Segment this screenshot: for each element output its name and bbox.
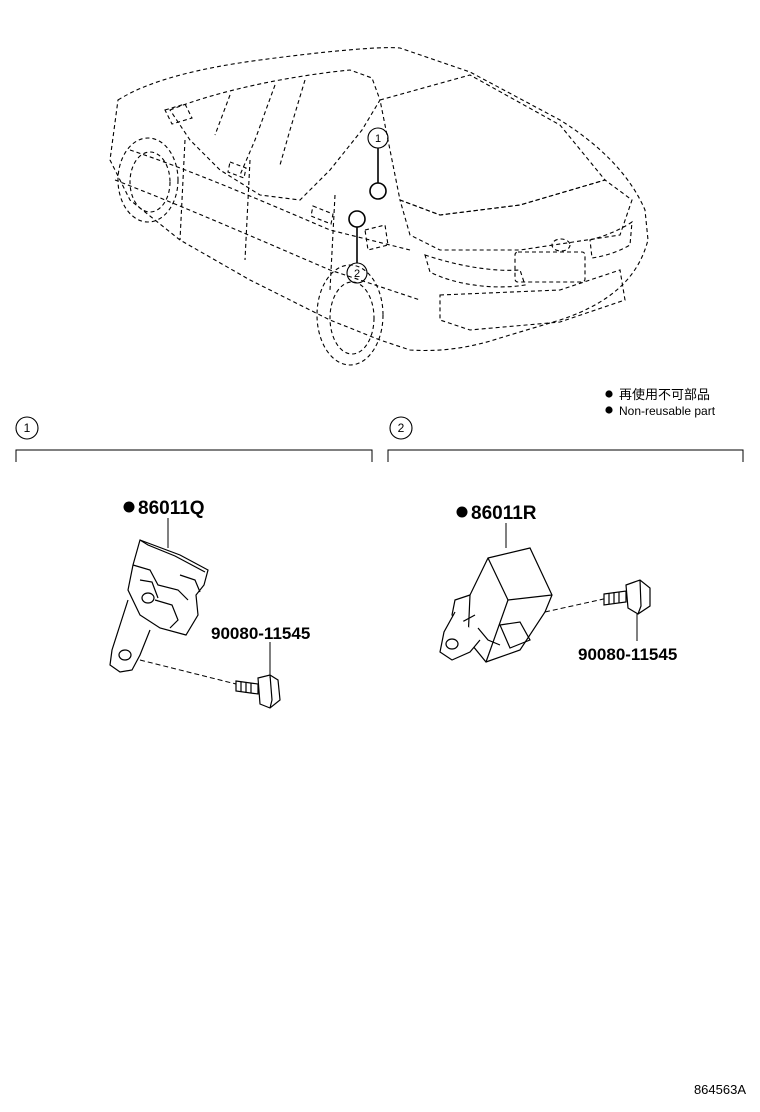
section-2-number: 2 [398,421,405,435]
callout-1-badge [367,127,389,149]
car-callouts [346,127,389,284]
section-2-bracket [387,449,744,462]
part-number-label: 86011Q [138,498,205,519]
callout-1-number: 1 [375,133,381,145]
non-reusable-icon [456,506,468,518]
bolt-axis [139,659,241,686]
bolt-1-drawing [235,674,281,709]
sensor-1-drawing [109,539,209,673]
section-1-number: 1 [24,421,31,435]
section-2-badge [389,416,413,440]
bolt-part-number-label: 90080-11545 [211,624,310,643]
car-illustration [109,47,649,366]
callout-1-target [369,182,387,200]
callout-2-target [348,210,366,228]
legend-item-jp: 再使用不可部品 [619,387,710,402]
section-1-badge [15,416,39,440]
callout-2-badge [346,262,368,284]
legend-item-en: Non-reusable part [619,404,716,418]
legend-bullet-icon [605,406,613,414]
bolt-axis [544,597,609,613]
section-1: 1 86011Q 90080-11545 [15,416,373,709]
legend: 再使用不可部品 Non-reusable part [605,387,716,418]
bolt-2-drawing [603,579,651,615]
part-number-label: 86011R [471,503,537,524]
sensor-2-drawing [439,547,553,663]
legend-bullet-icon [605,390,613,398]
diagram-id: 864563A [694,1082,746,1097]
bolt-part-number-label: 90080-11545 [578,645,677,664]
section-2: 2 86011R 90080-11545 [387,416,744,664]
non-reusable-icon [123,501,135,513]
callout-2-number: 2 [354,268,360,280]
section-1-bracket [15,449,373,462]
